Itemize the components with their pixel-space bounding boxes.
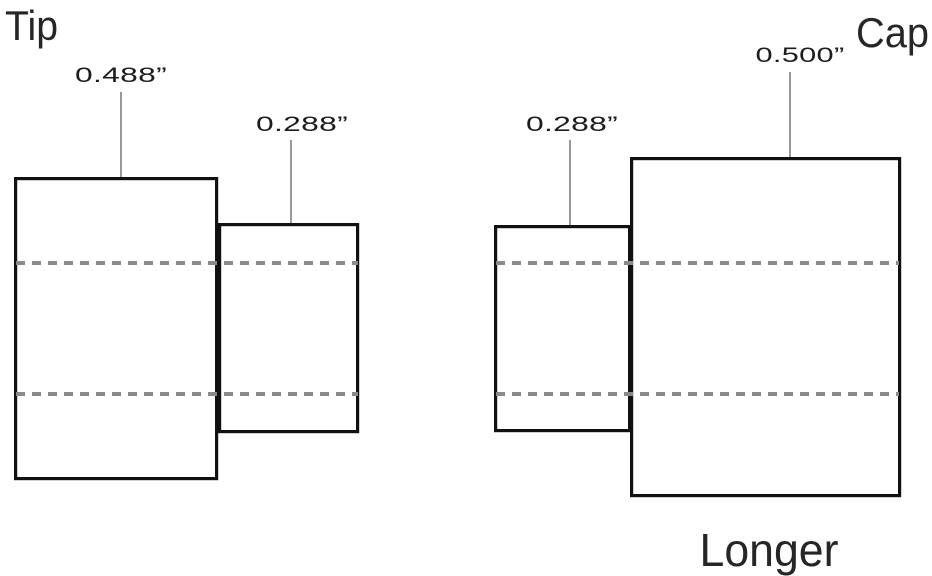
label-tip: Tip (5, 2, 58, 49)
leader-lines (120, 72, 791, 225)
cap-nose-rect (494, 225, 632, 433)
dimension-tip-nose: 0.288” (256, 113, 348, 136)
tip-assembly (14, 177, 360, 481)
cap-assembly (494, 157, 902, 498)
dimension-labels: 0.488” 0.288” 0.288” 0.500” (75, 44, 845, 136)
part-name-labels: Tip Cap Longer (5, 2, 929, 576)
label-longer: Longer (700, 524, 839, 576)
dimension-tip-body: 0.488” (75, 64, 167, 87)
dimension-cap-nose: 0.288” (526, 113, 618, 136)
dimension-cap-body: 0.500” (756, 44, 845, 67)
tip-nose-rect (218, 223, 360, 434)
cap-body-rect (629, 157, 902, 498)
label-cap: Cap (856, 9, 929, 56)
tip-body-rect (14, 177, 219, 481)
